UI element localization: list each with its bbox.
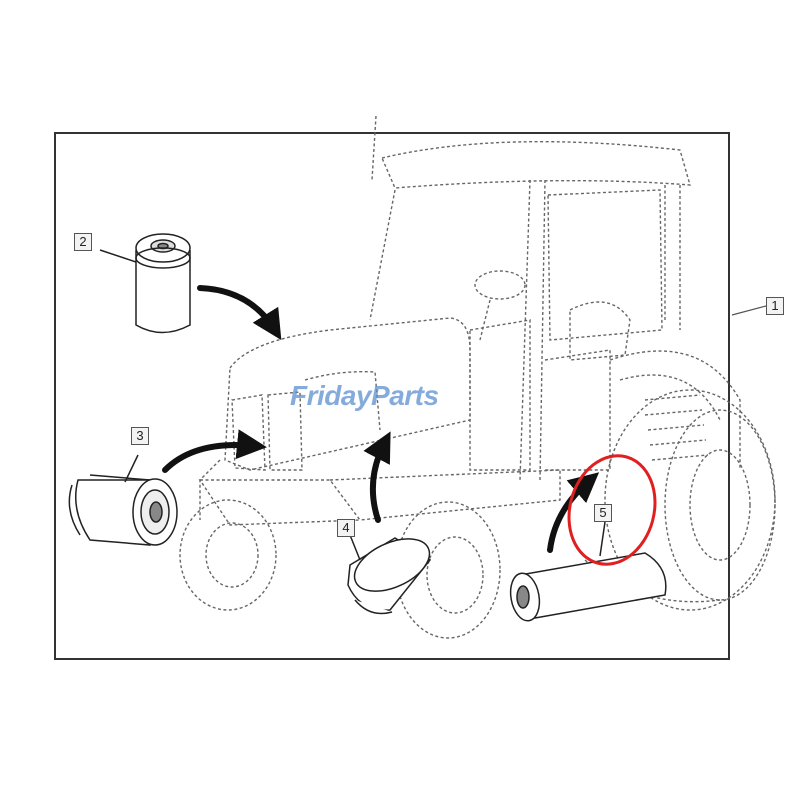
arrow-2 <box>197 285 282 341</box>
callout-5: 5 <box>594 504 612 522</box>
callout-2: 2 <box>74 233 92 251</box>
filter-5 <box>509 521 667 622</box>
callout-1-leader <box>731 305 767 316</box>
tractor-outline <box>179 115 776 639</box>
arrow-5 <box>547 472 600 553</box>
callout-3: 3 <box>131 427 149 445</box>
arrow-3 <box>162 429 267 473</box>
highlight-circle <box>567 454 657 566</box>
callout-1: 1 <box>766 297 784 315</box>
arrows <box>162 285 600 553</box>
filter-4 <box>347 534 432 615</box>
filter-2 <box>99 233 191 334</box>
arrow-4 <box>363 431 391 523</box>
watermark-logo: FridayParts <box>290 380 439 411</box>
filter-3 <box>68 454 178 546</box>
callout-4: 4 <box>337 519 355 537</box>
